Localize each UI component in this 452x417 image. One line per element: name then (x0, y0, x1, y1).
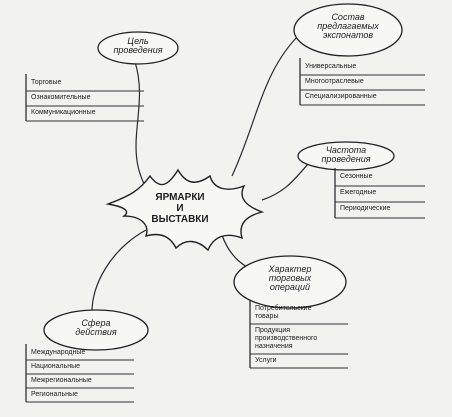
branch-title-line: Цель (127, 36, 149, 46)
branch-title-line: экспонатов (323, 30, 373, 40)
list-item-text: Межрегиональные (31, 377, 92, 384)
connector-line-4 (91, 229, 147, 313)
branch-oval (97, 31, 179, 65)
branch-title-line: Состав (331, 12, 364, 22)
list-item-text: Многоотраслевые (305, 78, 364, 85)
list-item-text: Специализированные (305, 93, 377, 100)
list-item-text: назначения (255, 343, 293, 350)
center-title-line: И (176, 203, 183, 214)
branch-oval (43, 309, 149, 351)
center-title-line: ВЫСТАВКИ (151, 214, 208, 225)
branch-oval (293, 3, 403, 57)
list-item-text: Региональные (31, 391, 78, 398)
branch-frequency: ЧастотапроведенияСезонныеЕжегодныеПериод… (297, 141, 425, 219)
list-item-text: Потребительские (255, 304, 312, 312)
branch-title-line: Сфера (81, 318, 110, 328)
branch-trade-character: ХарактерторговыхоперацийПотребительскиет… (233, 255, 348, 369)
branch-title-line: операций (270, 282, 310, 292)
center-title-line: ЯРМАРКИ (155, 192, 204, 203)
branch-nodes: ЦельпроведенияТорговыеОзнакомительныеКом… (25, 3, 425, 403)
connector-lines (91, 31, 317, 313)
branch-goal: ЦельпроведенияТорговыеОзнакомительныеКом… (25, 31, 179, 122)
branch-title-line: Характер (268, 264, 312, 274)
branch-composition: СоставпредлагаемыхэкспонатовУниверсальны… (293, 3, 425, 106)
center-star-shape (105, 168, 265, 252)
list-item-text: Сезонные (340, 173, 373, 180)
branch-oval (233, 255, 347, 309)
connector-line-1 (231, 31, 303, 177)
list-item-text: Ежегодные (340, 189, 376, 196)
list-item-text: Торговые (31, 79, 62, 86)
branch-oval (297, 141, 395, 171)
list-item-text: производственного (255, 335, 317, 342)
branch-title-line: Частота (326, 145, 366, 155)
list-item-text: Универсальные (305, 63, 356, 70)
list-item-text: Коммуникационные (31, 109, 96, 116)
list-item-text: Международные (31, 349, 85, 356)
list-item-text: Услуги (255, 357, 277, 364)
branch-title-line: торговых (269, 273, 312, 283)
branch-title-line: предлагаемых (317, 21, 379, 31)
branch-title-line: проведения (321, 154, 370, 164)
list-item-text: Ознакомительные (31, 94, 91, 101)
list-item-text: Периодические (340, 205, 390, 212)
list-item-text: Национальные (31, 363, 80, 370)
branch-scope: СферадействияМеждународныеНациональныеМе… (25, 309, 149, 403)
branch-title-line: действия (75, 327, 117, 337)
connector-line-0 (134, 61, 151, 195)
list-item-text: Продукция (255, 327, 290, 334)
list-item-text: товары (255, 313, 278, 320)
branch-title-line: проведения (113, 45, 162, 55)
